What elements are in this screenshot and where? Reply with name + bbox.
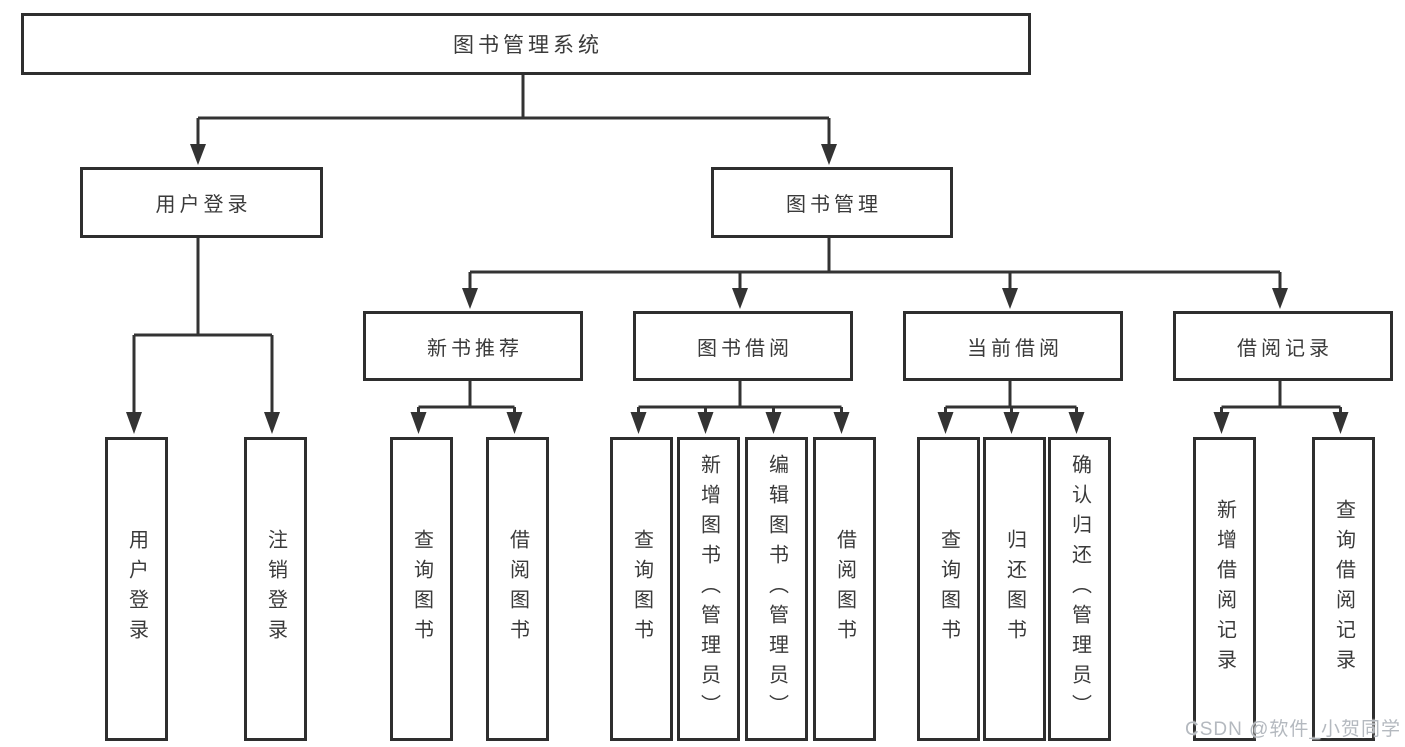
leaf-user-login: 用户登录: [105, 437, 168, 741]
node-book-borrow: 图书借阅: [633, 311, 853, 381]
leaf-current-query-books: 查询图书: [917, 437, 980, 741]
connector-path: [132, 69, 1342, 416]
node-borrow-records-label: 借阅记录: [1237, 337, 1333, 360]
leaf-records-query-record: 查询借阅记录: [1312, 437, 1375, 741]
node-book-borrow-label: 图书借阅: [697, 337, 793, 360]
leaf-current-return-books: 归还图书: [983, 437, 1046, 741]
leaf-recommend-borrow-books: 借阅图书: [486, 437, 549, 741]
node-book-management: 图书管理: [711, 167, 953, 238]
node-current-borrow: 当前借阅: [903, 311, 1123, 381]
leaf-current-confirm-return-admin: 确认归还（管理员）: [1048, 437, 1111, 741]
node-book-management-label: 图书管理: [786, 194, 882, 216]
leaf-recommend-query-books: 查询图书: [390, 437, 453, 741]
leaf-logout: 注销登录: [244, 437, 307, 741]
node-root-label: 图书管理系统: [453, 34, 603, 57]
watermark: CSDN @软件_小贺同学: [1185, 719, 1401, 740]
node-user-login: 用户登录: [80, 167, 323, 238]
node-new-book-recommend: 新书推荐: [363, 311, 583, 381]
node-borrow-records: 借阅记录: [1173, 311, 1393, 381]
arrowheads: [126, 144, 1349, 434]
leaf-records-add-record: 新增借阅记录: [1193, 437, 1256, 741]
leaf-borrow-add-books-admin: 新增图书（管理员）: [677, 437, 740, 741]
node-user-login-label: 用户登录: [155, 194, 252, 216]
leaf-borrow-borrow-books: 借阅图书: [813, 437, 876, 741]
node-new-book-recommend-label: 新书推荐: [427, 337, 523, 360]
leaf-borrow-query-books: 查询图书: [610, 437, 673, 741]
leaf-borrow-edit-books-admin: 编辑图书（管理员）: [745, 437, 808, 741]
node-current-borrow-label: 当前借阅: [967, 337, 1063, 360]
node-root: 图书管理系统: [21, 13, 1031, 75]
